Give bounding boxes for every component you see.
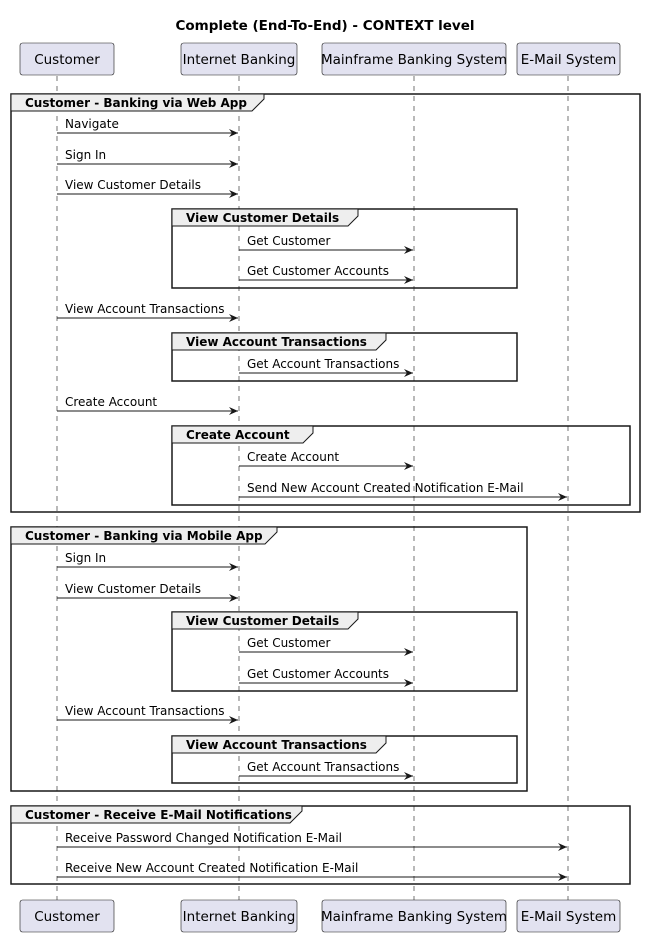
message-label: Sign In	[65, 551, 106, 565]
message: Sign In	[57, 551, 238, 571]
message: Receive New Account Created Notification…	[57, 861, 567, 881]
participant-label: Customer	[34, 909, 100, 925]
message: View Account Transactions	[57, 302, 238, 322]
participant-label: E-Mail System	[521, 909, 616, 925]
message-label: View Account Transactions	[65, 302, 224, 316]
message-label: Get Customer	[247, 234, 331, 248]
participant-email-top: E-Mail System	[516, 42, 621, 76]
group-frame: Customer - Banking via Mobile App	[10, 526, 528, 792]
message-label: View Customer Details	[65, 582, 201, 596]
message-label: Get Customer Accounts	[247, 264, 389, 278]
message: Sign In	[57, 148, 238, 168]
group-title: Customer - Banking via Mobile App	[25, 529, 263, 543]
participant-label: Internet Banking	[183, 909, 296, 925]
message-label: Send New Account Created Notification E-…	[247, 481, 524, 495]
participant-internet_banking-bottom: Internet Banking	[180, 899, 298, 933]
diagram-title: Complete (End-To-End) - CONTEXT level	[175, 18, 474, 34]
message-label: Get Account Transactions	[247, 760, 399, 774]
message: Get Account Transactions	[239, 357, 413, 377]
message-label: Navigate	[65, 117, 119, 131]
message: Get Customer	[239, 234, 413, 254]
participant-mainframe-bottom: Mainframe Banking System	[321, 899, 507, 933]
message: View Account Transactions	[57, 704, 238, 724]
message-label: Get Account Transactions	[247, 357, 399, 371]
message: Get Customer Accounts	[239, 667, 413, 687]
participant-label: Mainframe Banking System	[321, 52, 507, 68]
group-header	[171, 611, 359, 630]
message: View Customer Details	[57, 582, 238, 602]
group-title: View Customer Details	[186, 211, 339, 225]
message-label: Get Customer Accounts	[247, 667, 389, 681]
message-label: Get Customer	[247, 636, 331, 650]
group-frame: Create Account	[171, 425, 631, 506]
group-title: View Account Transactions	[186, 335, 367, 349]
group-header	[10, 93, 265, 112]
message-label: View Account Transactions	[65, 704, 224, 718]
group-frame: Customer - Banking via Web App	[10, 93, 641, 513]
group-header	[171, 735, 387, 754]
message-label: Receive New Account Created Notification…	[65, 861, 358, 875]
group-frame: View Customer Details	[171, 208, 518, 289]
group-header	[10, 805, 303, 824]
message: Get Account Transactions	[239, 760, 413, 780]
message-label: Create Account	[247, 450, 339, 464]
group-header	[171, 425, 314, 444]
lifelines	[56, 76, 569, 900]
group-header	[171, 208, 359, 227]
group-title: View Customer Details	[186, 614, 339, 628]
participant-label: Internet Banking	[183, 52, 296, 68]
message: Get Customer Accounts	[239, 264, 413, 284]
message-label: Receive Password Changed Notification E-…	[65, 831, 342, 845]
message: View Customer Details	[57, 178, 238, 198]
group-title: Customer - Receive E-Mail Notifications	[25, 808, 292, 822]
group-header	[171, 332, 387, 351]
message: Create Account	[57, 395, 238, 415]
group-frame: View Customer Details	[171, 611, 518, 692]
participant-email-bottom: E-Mail System	[516, 899, 621, 933]
participant-customer-top: Customer	[19, 42, 115, 76]
message: Send New Account Created Notification E-…	[239, 481, 567, 501]
group-frame: View Account Transactions	[171, 735, 518, 784]
message: Receive Password Changed Notification E-…	[57, 831, 567, 851]
message: Navigate	[57, 117, 238, 137]
group-header	[10, 526, 278, 545]
message: Create Account	[239, 450, 413, 470]
participant-label: Customer	[34, 52, 100, 68]
message-label: Create Account	[65, 395, 157, 409]
message-label: View Customer Details	[65, 178, 201, 192]
group-title: Create Account	[186, 428, 290, 442]
group-title: Customer - Banking via Web App	[25, 96, 247, 110]
message-label: Sign In	[65, 148, 106, 162]
group-frame: View Account Transactions	[171, 332, 518, 382]
group-title: View Account Transactions	[186, 738, 367, 752]
participant-label: Mainframe Banking System	[321, 909, 507, 925]
participant-customer-bottom: Customer	[19, 899, 115, 933]
participant-mainframe-top: Mainframe Banking System	[321, 42, 507, 76]
group-frame: Customer - Receive E-Mail Notifications	[10, 805, 631, 885]
participant-internet_banking-top: Internet Banking	[180, 42, 298, 76]
participant-label: E-Mail System	[521, 52, 616, 68]
message: Get Customer	[239, 636, 413, 656]
